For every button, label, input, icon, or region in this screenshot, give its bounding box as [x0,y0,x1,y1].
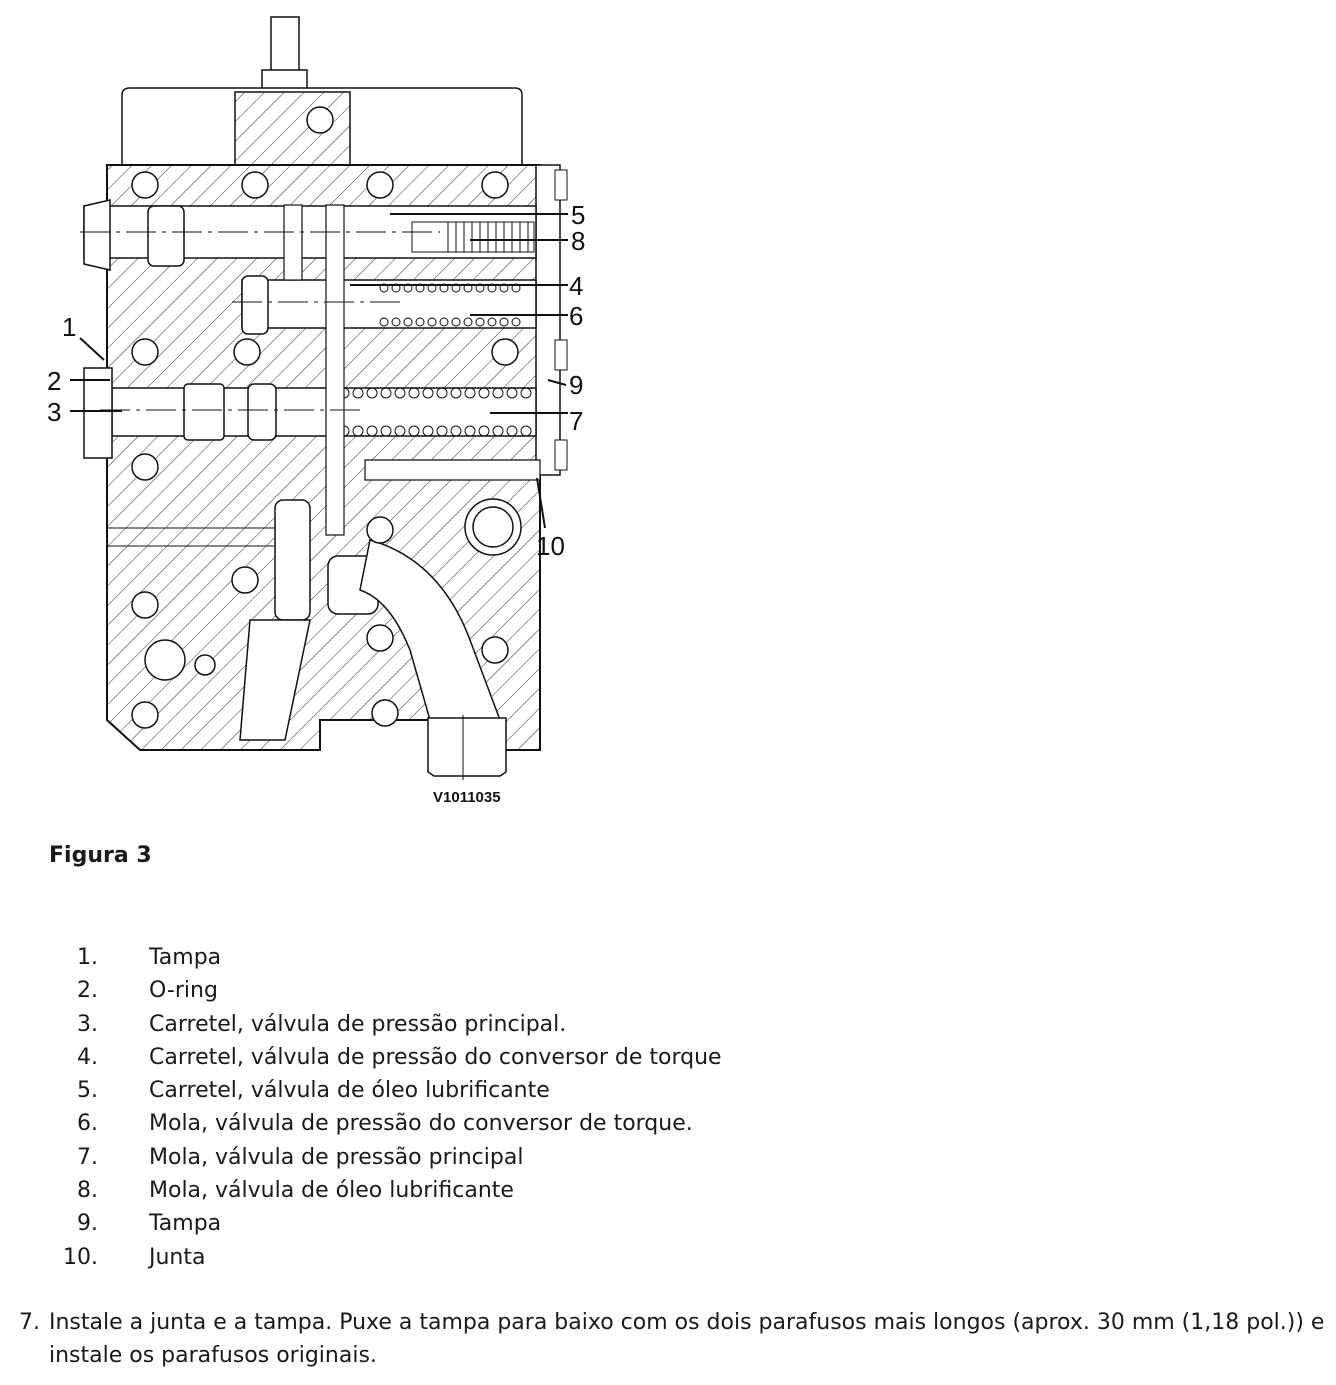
legend-text: Junta [149,1244,206,1270]
legend-text: Tampa [149,945,222,970]
callout-7: 7 [569,406,583,436]
legend-number: 9. [77,1211,98,1237]
callout-10: 10 [536,531,565,561]
legend-number: 5. [77,1078,98,1104]
legend-number: 4. [77,1044,98,1070]
legend-number: 3. [77,1011,98,1037]
valve-body-cross-section-drawing: 5 8 4 6 9 7 10 1 2 3 V1011035 [47,16,585,806]
legend-number: 8. [77,1178,98,1204]
callout-2: 2 [47,366,61,396]
legend-number: 1. [77,945,98,970]
callout-1: 1 [62,312,76,342]
legend-text: Carretel, válvula de pressão principal. [149,1011,567,1037]
legend-text: Carretel, válvula de pressão do converso… [149,1044,722,1070]
legend-text: O-ring [149,978,218,1004]
callout-3: 3 [47,397,61,427]
legend-text: Carretel, válvula de óleo lubrificante [149,1078,550,1104]
legend-text: Mola, válvula de pressão do conversor de… [149,1111,693,1137]
callout-6: 6 [569,301,583,331]
legend-number: 2. [77,978,98,1004]
callout-4: 4 [569,271,583,301]
callout-9: 9 [569,370,583,400]
step-number: 7. [19,1310,40,1335]
callout-8: 8 [571,226,585,256]
legend-number: 10. [63,1244,98,1270]
step-text: Instale a junta e a tampa. Puxe a tampa … [49,1310,1325,1368]
legend-number: 6. [77,1111,98,1137]
legend-number: 7. [77,1144,98,1170]
legend-text: Mola, válvula de óleo lubrificante [149,1178,514,1204]
legend-text: Mola, válvula de pressão principal [149,1144,524,1170]
legend-text: Tampa [149,1211,222,1237]
figure-caption: Figura 3 [49,843,152,868]
figure-image-code: V1011035 [433,789,501,806]
callout-5: 5 [571,200,585,230]
